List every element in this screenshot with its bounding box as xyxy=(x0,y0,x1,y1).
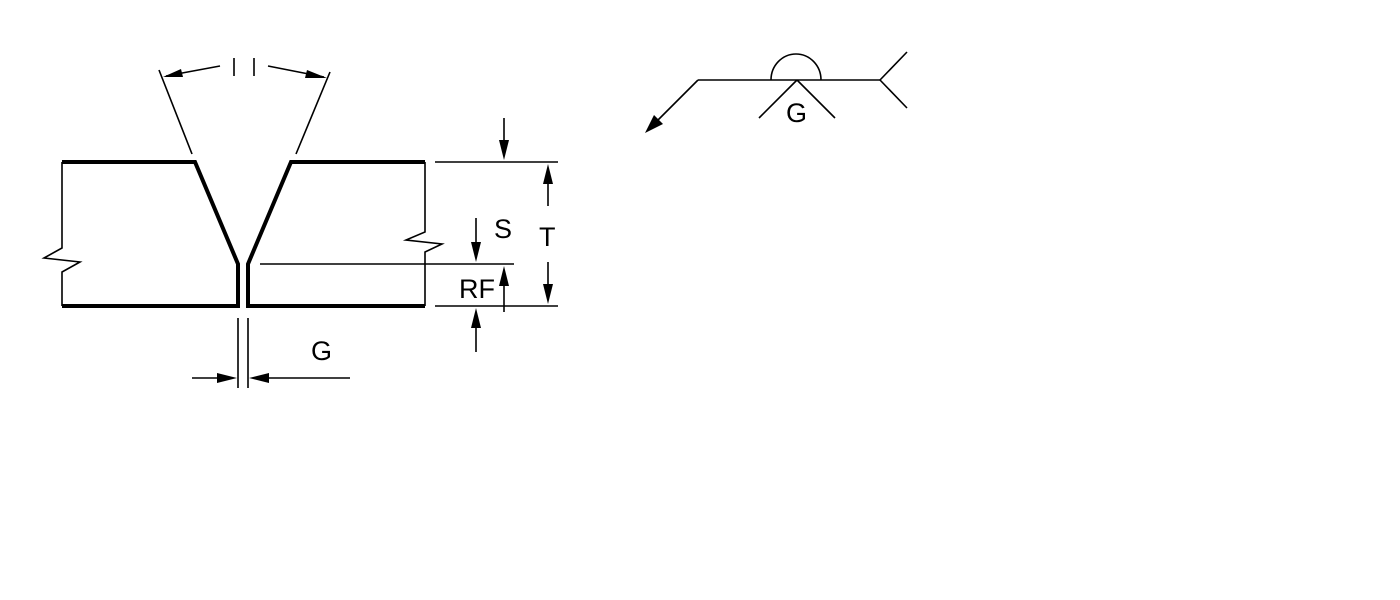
tail-lower xyxy=(879,79,908,109)
label-t: T xyxy=(539,222,556,252)
t-arrowhead-lower xyxy=(543,284,553,304)
angle-extension-right xyxy=(295,71,331,155)
angle-arrowhead-left xyxy=(163,69,183,77)
right-plate-outline xyxy=(246,160,425,308)
left-plate-outline xyxy=(62,160,240,308)
tail-upper xyxy=(879,51,908,81)
t-arrowhead-upper xyxy=(543,164,553,184)
label-rf: RF xyxy=(459,274,495,304)
label-g-symbol: G xyxy=(786,98,807,128)
label-s: S xyxy=(494,214,512,244)
rf-arrowhead-lower xyxy=(471,308,481,328)
joint-cross-section: S T RF G xyxy=(41,58,558,388)
label-g-section: G xyxy=(311,336,332,366)
gap-arrowhead-right xyxy=(249,373,269,383)
welding-symbol: G xyxy=(645,51,908,133)
left-break-line xyxy=(41,162,83,306)
right-break-line xyxy=(402,162,445,306)
angle-arrowhead-right xyxy=(305,70,327,78)
angle-extension-left xyxy=(158,69,193,155)
back-weld-semicircle xyxy=(770,53,822,81)
rf-arrowhead-upper xyxy=(499,266,509,286)
arrow-line xyxy=(651,79,699,127)
arrow-line-arrowhead xyxy=(645,115,663,133)
v-groove-left xyxy=(758,79,798,119)
v-groove-right xyxy=(796,79,836,119)
s-arrowhead xyxy=(471,242,481,262)
top-surface-arrowhead xyxy=(499,140,509,160)
gap-arrowhead-left xyxy=(217,373,237,383)
